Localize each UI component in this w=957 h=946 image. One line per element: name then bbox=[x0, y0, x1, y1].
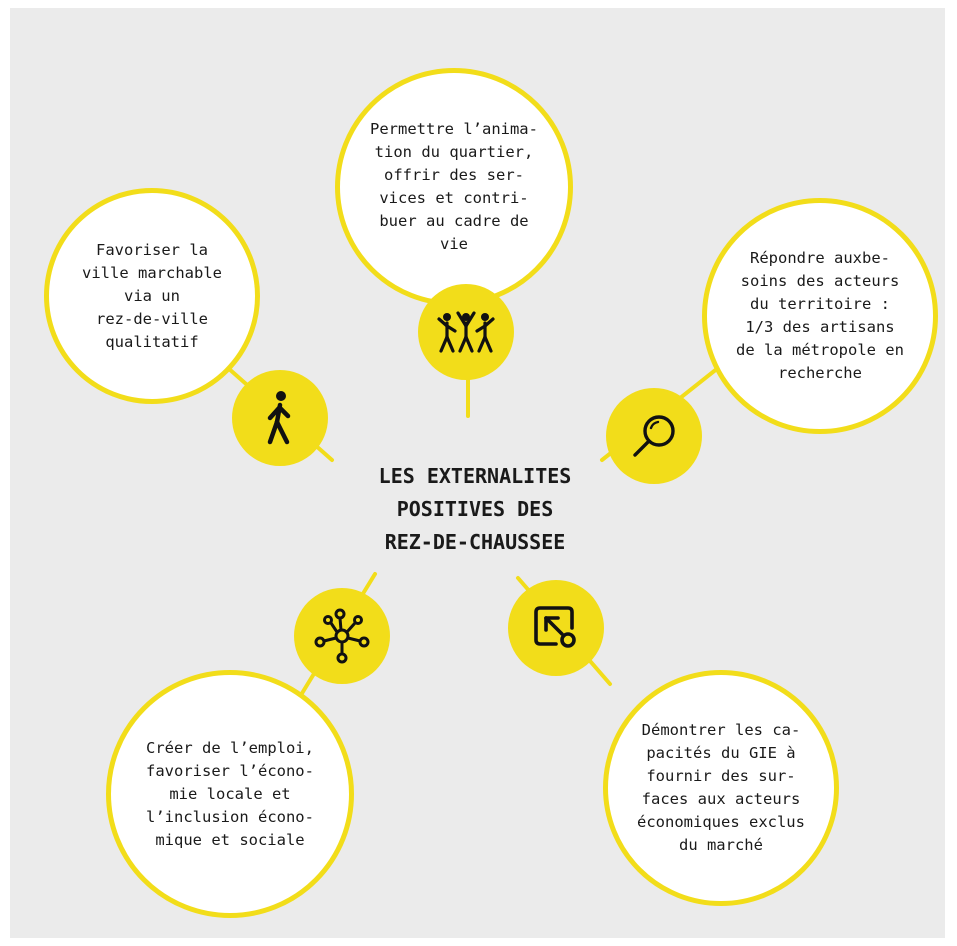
network-icon bbox=[314, 608, 370, 664]
bubble-animation: Permettre l’anima- tion du quartier, off… bbox=[335, 68, 573, 306]
bubble-acteurs: Répondre auxbe- soins des acteurs du ter… bbox=[702, 198, 938, 434]
exit-arrow-icon bbox=[534, 606, 576, 648]
badge-animation bbox=[418, 284, 514, 380]
walking-person-icon bbox=[267, 391, 291, 445]
bubble-emploi-text: Créer de l’emploi, favoriser l’écono- mi… bbox=[146, 738, 314, 849]
bubble-acteurs-text: Répondre auxbe- soins des acteurs du ter… bbox=[736, 249, 904, 382]
bubble-marchable-text: Favoriser la ville marchable via un rez-… bbox=[82, 240, 222, 351]
dancing-people-icon bbox=[437, 311, 495, 353]
bubble-gie-text: Démontrer les ca- pacités du GIE à fourn… bbox=[637, 721, 805, 854]
badge-acteurs bbox=[606, 388, 702, 484]
center-title: LES EXTERNALITES POSITIVES DES REZ-DE-CH… bbox=[378, 464, 572, 554]
badge-gie bbox=[508, 580, 604, 676]
diagram-frame: Permettre l’anima- tion du quartier, off… bbox=[10, 8, 945, 938]
badge-emploi bbox=[294, 588, 390, 684]
bubble-emploi: Créer de l’emploi, favoriser l’écono- mi… bbox=[106, 670, 354, 918]
bubble-animation-text: Permettre l’anima- tion du quartier, off… bbox=[370, 120, 538, 253]
bubble-marchable: Favoriser la ville marchable via un rez-… bbox=[44, 188, 260, 404]
bubble-gie: Démontrer les ca- pacités du GIE à fourn… bbox=[603, 670, 839, 906]
badge-marchable bbox=[232, 370, 328, 466]
magnifier-icon bbox=[633, 415, 675, 457]
